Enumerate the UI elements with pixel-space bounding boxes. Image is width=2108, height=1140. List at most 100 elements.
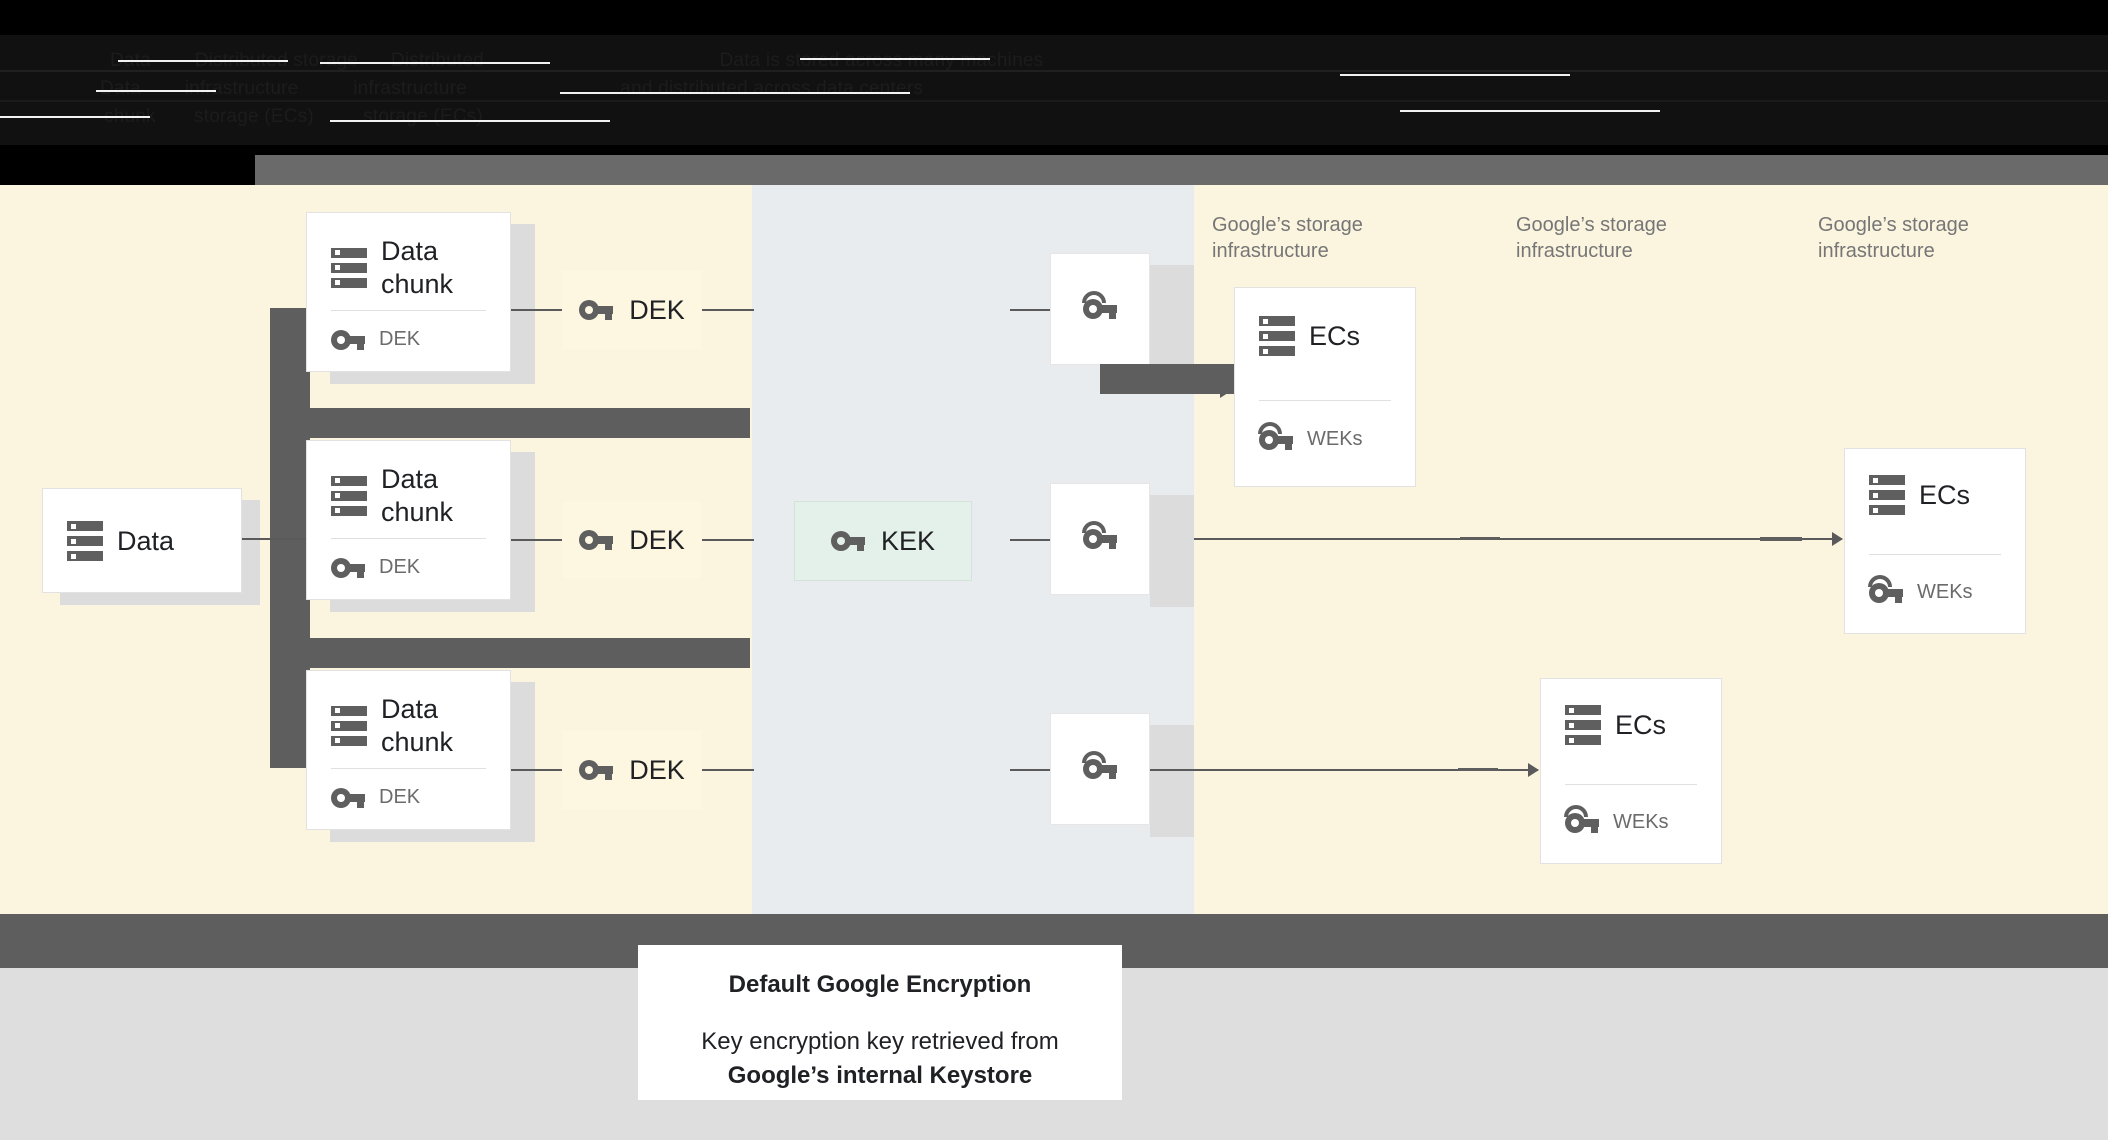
chunk-card-key-label: DEK <box>379 328 421 350</box>
dek-box[interactable]: DEK <box>562 271 702 349</box>
obscured-rule-9 <box>1400 110 1660 112</box>
ec-card[interactable]: ECs WEKs <box>1234 287 1416 487</box>
key-icon <box>331 557 365 579</box>
wrapped-key-icon <box>1082 291 1117 320</box>
connector-chunk-to-dek <box>511 309 562 311</box>
obscured-black-strip <box>0 145 255 185</box>
fork-branch-mid <box>270 638 750 668</box>
fork-branch-top <box>270 408 750 438</box>
key-icon <box>331 329 365 351</box>
card-divider <box>331 538 486 539</box>
ec-card-title: ECs <box>1919 479 1971 510</box>
ec-card[interactable]: ECs WEKs <box>1844 448 2026 634</box>
arrow-to-ec-card-2 <box>1194 532 1843 546</box>
ec-card-key-label: WEKs <box>1613 811 1669 833</box>
card-divider <box>331 768 486 769</box>
obscured-rule-7 <box>0 116 150 118</box>
obscured-gray-strip <box>255 155 2108 185</box>
wrapped-key-box[interactable] <box>1050 253 1150 365</box>
chunk-card-title: Data chunk <box>381 694 454 757</box>
chunk-card-key-label: DEK <box>379 786 421 808</box>
dek-box-label: DEK <box>629 294 685 325</box>
ec-card-title: ECs <box>1309 320 1361 351</box>
caption-body-line1: Key encryption key retrieved from <box>701 1028 1059 1055</box>
caption-body-line2: Google’s internal Keystore <box>727 1062 1033 1090</box>
storage-icon <box>1565 705 1601 745</box>
connector-data-to-fork <box>242 538 312 540</box>
chunk-card-title: Data chunk <box>381 236 454 299</box>
connector-dek-to-panel <box>702 309 754 311</box>
wrapped-key-icon <box>1258 421 1293 451</box>
obscured-header-line-3: chunk storage (ECs) storage (ECs) <box>104 106 483 127</box>
storage-icon <box>1869 475 1905 515</box>
arrow-segment-marker-2 <box>1460 537 1500 540</box>
connector-chunk-to-dek <box>511 769 562 771</box>
obscured-header-line-1: Data Distributed storage Distributed Dat… <box>110 50 1044 71</box>
card-divider <box>1259 400 1391 401</box>
card-divider <box>331 310 486 311</box>
wrapped-key-icon <box>1868 574 1903 604</box>
connector-dek-to-panel <box>702 769 754 771</box>
dek-box-label: DEK <box>629 754 685 785</box>
chunk-card-key-row: DEK <box>307 786 420 809</box>
key-icon <box>579 299 614 321</box>
arrow-segment-marker-2b <box>1760 537 1802 541</box>
caption-heading: Default Google Encryption <box>728 971 1032 998</box>
obscured-rule-8 <box>330 120 610 122</box>
connector-into-wrapped-key-1 <box>1010 309 1050 311</box>
kek-box[interactable]: KEK <box>794 501 972 581</box>
storage-icon <box>331 705 367 746</box>
ec-card-key-row: WEKs <box>1845 574 1973 604</box>
chunk-card-key-row: DEK <box>307 328 420 351</box>
wrapped-key-box-shadow <box>1150 265 1194 377</box>
wrapped-key-box[interactable] <box>1050 483 1150 595</box>
obscured-rule-3 <box>800 58 990 60</box>
chunk-card[interactable]: Data chunk DEK <box>306 670 511 830</box>
obscured-header-line-2: Data infrastructure infrastructure and d… <box>100 78 924 99</box>
wrapped-key-box[interactable] <box>1050 713 1150 825</box>
ec-card-title: ECs <box>1615 709 1667 740</box>
storage-icon <box>331 475 367 516</box>
ec-card-key-row: WEKs <box>1541 804 1669 834</box>
chunk-card[interactable]: Data chunk DEK <box>306 212 511 372</box>
dek-box[interactable]: DEK <box>562 731 702 809</box>
ec-card[interactable]: ECs WEKs <box>1540 678 1722 864</box>
data-card-title: Data <box>117 525 175 556</box>
chunk-card-key-label: DEK <box>379 556 421 578</box>
card-divider <box>1869 554 2001 555</box>
arrow-segment-marker-3 <box>1458 768 1498 771</box>
kek-box-label: KEK <box>880 525 936 556</box>
caption-card: Default Google Encryption Key encryption… <box>638 945 1122 1100</box>
key-icon <box>331 787 365 809</box>
connector-chunk-to-dek <box>511 539 562 541</box>
obscured-rule-1 <box>118 60 288 62</box>
wrapped-key-icon <box>1564 804 1599 834</box>
obscured-rule-10 <box>0 70 2108 72</box>
chunk-card-key-row: DEK <box>307 556 420 579</box>
connector-kek-to-wrapped-key <box>1010 539 1050 541</box>
ec-card-key-row: WEKs <box>1235 421 1363 451</box>
key-icon <box>579 529 614 551</box>
dek-box[interactable]: DEK <box>562 501 702 579</box>
obscured-header-text-band <box>0 35 2108 145</box>
caption-body: Key encryption key retrieved from Google… <box>658 1025 1102 1093</box>
data-card[interactable]: Data <box>42 488 242 593</box>
storage-icon <box>1259 316 1295 356</box>
storage-icon <box>67 521 103 561</box>
wrapped-key-icon <box>1082 751 1117 780</box>
connector-dek-to-panel <box>702 539 754 541</box>
card-divider <box>1565 784 1697 785</box>
chunk-card[interactable]: Data chunk DEK <box>306 440 511 600</box>
obscured-rule-4 <box>1340 74 1570 76</box>
wrapped-key-box-shadow <box>1150 725 1194 837</box>
ec-card-key-label: WEKs <box>1917 581 1973 603</box>
key-icon <box>579 759 614 781</box>
obscured-header-band <box>0 0 2108 35</box>
wrapped-key-icon <box>1082 521 1117 550</box>
arrow-to-ec-card-3 <box>1150 763 1539 777</box>
storage-icon <box>331 247 367 288</box>
